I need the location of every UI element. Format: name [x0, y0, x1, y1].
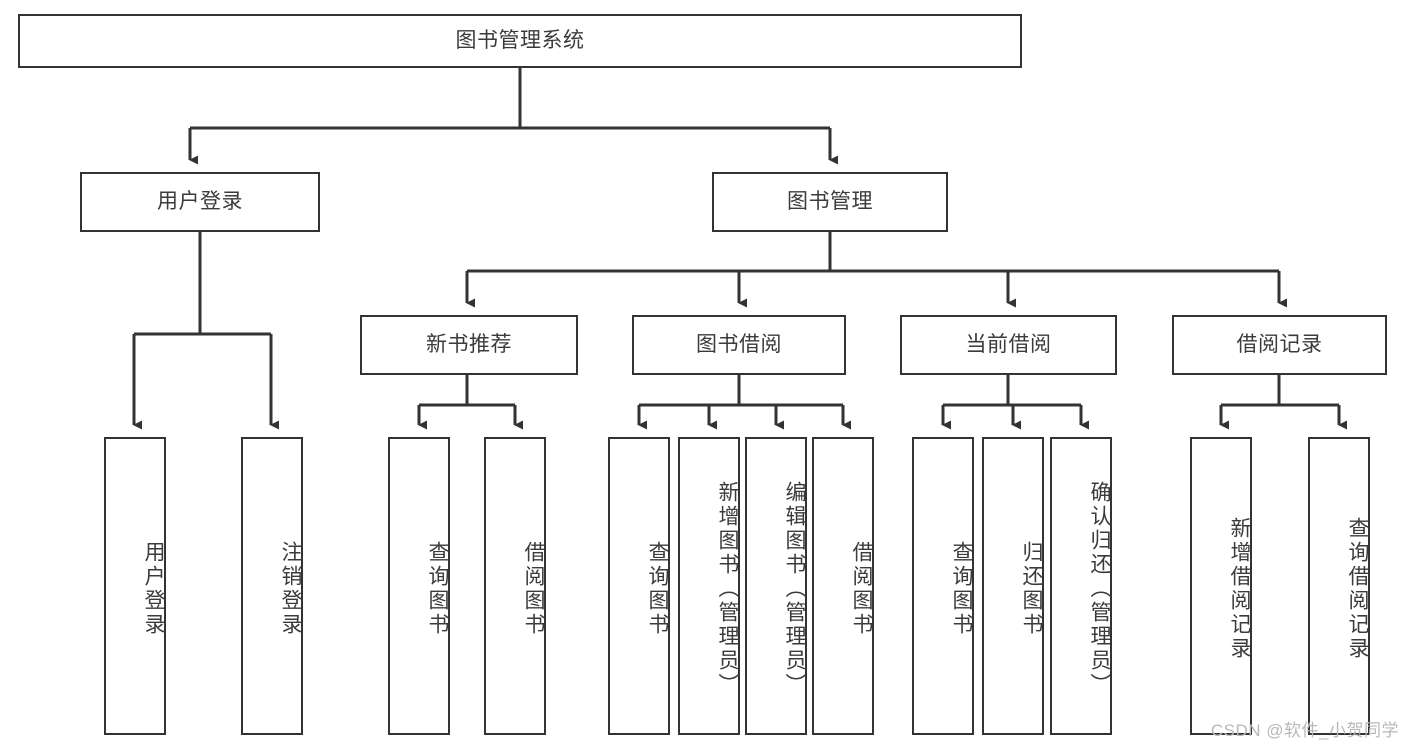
node-leaf-1[interactable]: 注销登录	[241, 437, 303, 735]
node-leaf-8[interactable]: 查询图书	[912, 437, 974, 735]
node-leaf-10-label: 确认归还（管理员）	[1088, 481, 1111, 697]
node-leaf-5-label: 新增图书（管理员）	[716, 481, 739, 697]
node-level3-2[interactable]: 当前借阅	[900, 315, 1117, 375]
node-leaf-6-label: 编辑图书（管理员）	[783, 481, 806, 697]
node-level2-1[interactable]: 图书管理	[712, 172, 948, 232]
node-leaf-11[interactable]: 新增借阅记录	[1190, 437, 1252, 735]
watermark-text: CSDN @软件_小贺同学	[1210, 721, 1399, 740]
node-root-label: 图书管理系统	[455, 28, 585, 52]
node-leaf-12-label: 查询借阅记录	[1346, 517, 1369, 661]
node-leaf-12[interactable]: 查询借阅记录	[1308, 437, 1370, 735]
node-level3-1[interactable]: 图书借阅	[632, 315, 846, 375]
node-level3-3[interactable]: 借阅记录	[1172, 315, 1387, 375]
node-root-system[interactable]: 图书管理系统	[18, 14, 1022, 68]
node-leaf-9-label: 归还图书	[1020, 541, 1043, 637]
node-level2-1-label: 图书管理	[787, 189, 873, 213]
node-leaf-4-label: 查询图书	[646, 541, 669, 637]
node-level3-0-label: 新书推荐	[426, 332, 512, 356]
node-level3-1-label: 图书借阅	[696, 332, 782, 356]
node-leaf-7-label: 借阅图书	[850, 541, 873, 637]
node-level3-0[interactable]: 新书推荐	[360, 315, 578, 375]
node-leaf-8-label: 查询图书	[950, 541, 973, 637]
node-leaf-0[interactable]: 用户登录	[104, 437, 166, 735]
node-leaf-2[interactable]: 查询图书	[388, 437, 450, 735]
node-level2-0[interactable]: 用户登录	[80, 172, 320, 232]
node-level2-0-label: 用户登录	[157, 189, 243, 213]
node-leaf-10[interactable]: 确认归还（管理员）	[1050, 437, 1112, 735]
node-level3-3-label: 借阅记录	[1236, 332, 1323, 356]
node-leaf-9[interactable]: 归还图书	[982, 437, 1044, 735]
node-level3-2-label: 当前借阅	[965, 332, 1052, 356]
node-leaf-6[interactable]: 编辑图书（管理员）	[745, 437, 807, 735]
node-leaf-7[interactable]: 借阅图书	[812, 437, 874, 735]
node-leaf-2-label: 查询图书	[426, 541, 449, 637]
node-leaf-11-label: 新增借阅记录	[1228, 517, 1251, 661]
node-leaf-5[interactable]: 新增图书（管理员）	[678, 437, 740, 735]
node-leaf-1-label: 注销登录	[279, 541, 302, 637]
node-leaf-4[interactable]: 查询图书	[608, 437, 670, 735]
node-leaf-3-label: 借阅图书	[522, 541, 545, 637]
node-leaf-3[interactable]: 借阅图书	[484, 437, 546, 735]
node-leaf-0-label: 用户登录	[142, 541, 165, 637]
